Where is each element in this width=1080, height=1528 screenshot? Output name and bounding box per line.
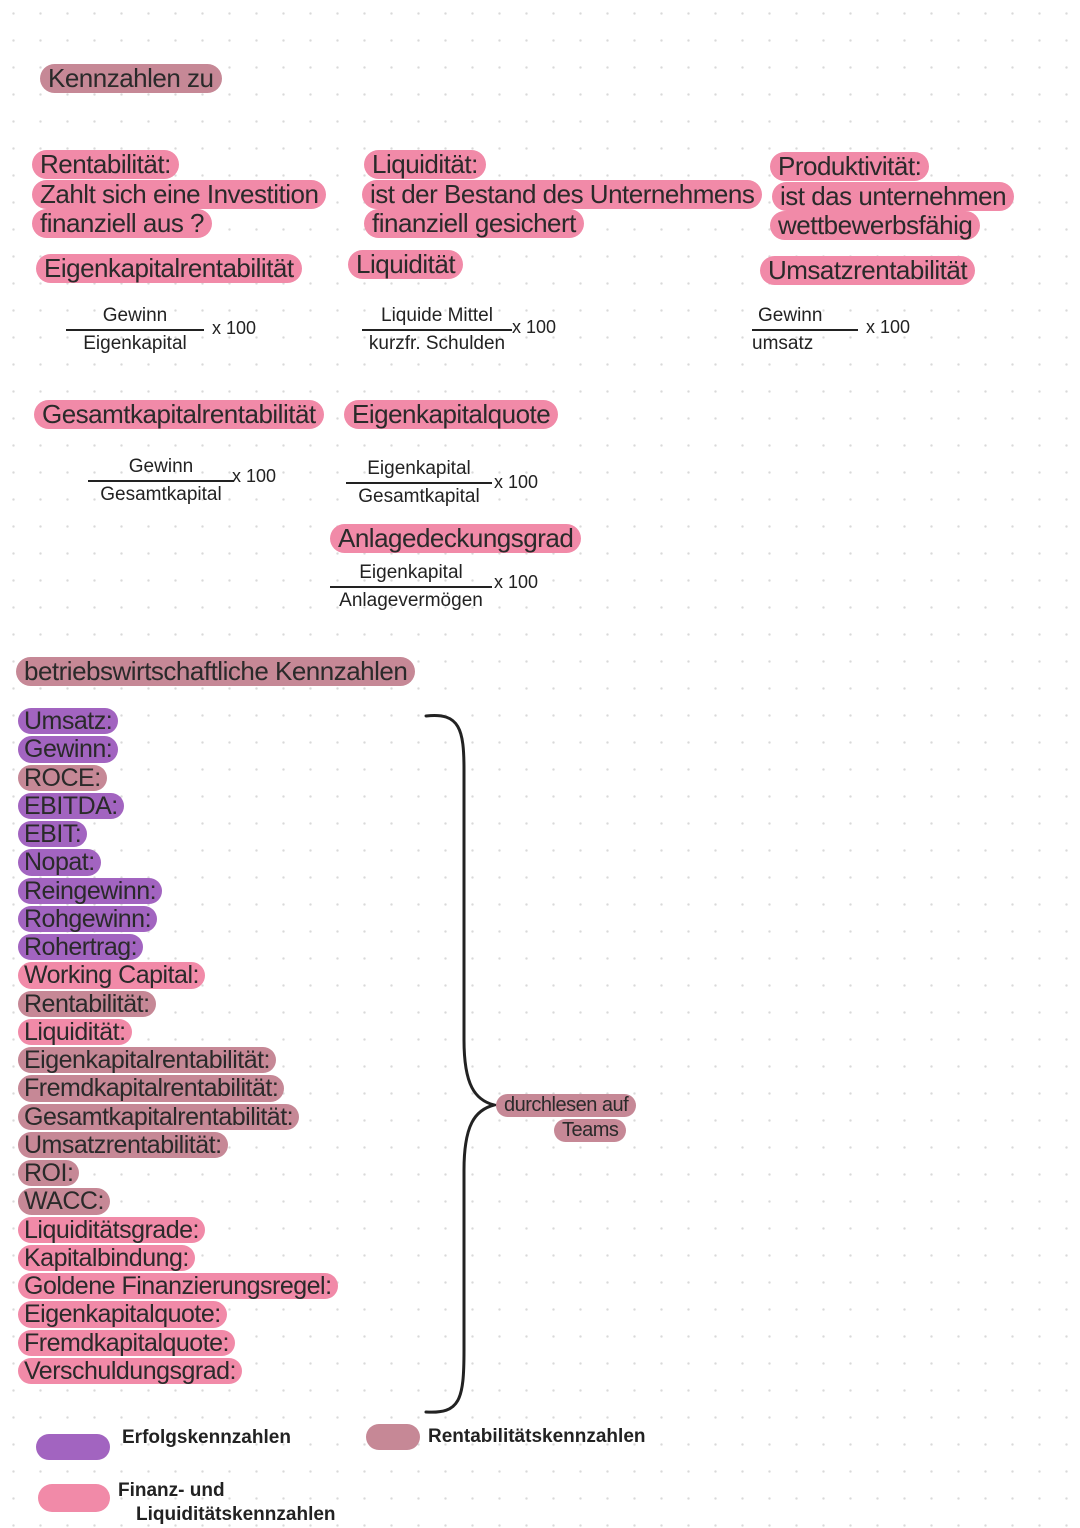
list-item: Nopat: <box>18 849 101 876</box>
list-item: Eigenkapitalquote: <box>18 1301 227 1328</box>
list-item: Umsatz: <box>18 708 119 734</box>
liquiditaet-question-line2: finanziell gesichert <box>364 209 584 239</box>
metric-eigenkapitalrentabilitaet: Eigenkapitalrentabilität <box>36 254 302 284</box>
formula-anlagedeckungsgrad: Eigenkapital Anlagevermögen <box>330 562 492 612</box>
list-item: Verschuldungsgrad: <box>18 1357 242 1384</box>
formula-numerator: Gewinn <box>66 305 204 331</box>
formula-gesamtkapitalrentabilitaet: Gewinn Gesamtkapital <box>88 456 234 506</box>
formula-umsatzrentabilitaet: Gewinn umsatz <box>752 305 858 355</box>
formula-numerator: Liquide Mittel <box>362 305 512 331</box>
list-item: Rohertrag: <box>18 934 144 960</box>
formula-liquiditaet: Liquide Mittel kurzfr. Schulden <box>362 305 512 355</box>
list-item: Gesamtkapitalrentabilität: <box>18 1103 300 1130</box>
list-item: ROI: <box>18 1160 80 1186</box>
page-title: Kennzahlen zu <box>40 64 222 94</box>
legend-label-rentabilitaet: Rentabilitätskennzahlen <box>428 1426 646 1447</box>
formula-eigenkapitalquote: Eigenkapital Gesamtkapital <box>346 458 492 508</box>
list-item: Gewinn: <box>18 736 119 763</box>
formula-eigenkapitalrentabilitaet: Gewinn Eigenkapital <box>66 305 204 355</box>
formula-denominator: Anlagevermögen <box>339 590 483 611</box>
list-item: Working Capital: <box>18 962 205 989</box>
formula-factor: x 100 <box>212 318 257 338</box>
list-item: Liquidität: <box>18 1018 132 1045</box>
formula-denominator: umsatz <box>752 333 814 354</box>
legend-label-finanz-line2: Liquiditätskennzahlen <box>136 1504 336 1525</box>
list-item: Rentabilität: <box>18 990 156 1017</box>
legend-label-erfolg: Erfolgskennzahlen <box>122 1427 291 1448</box>
list-item: Fremdkapitalquote: <box>18 1329 236 1356</box>
legend-swatch-erfolg <box>36 1434 110 1460</box>
legend-label-finanz-line1: Finanz- und <box>118 1480 225 1501</box>
rentabilitaet-heading: Rentabilität: <box>32 150 179 180</box>
list-item: Goldene Finanzierungsregel: <box>18 1273 338 1299</box>
formula-factor: x 100 <box>494 472 539 492</box>
list-item: EBIT: <box>18 821 88 847</box>
metric-liquiditaet: Liquidität <box>348 250 464 280</box>
list-item: Reingewinn: <box>18 877 163 904</box>
list-item: Liquiditätsgrade: <box>18 1216 205 1243</box>
list-item: Rohgewinn: <box>18 905 158 932</box>
produktivitaet-question-line2: wettbewerbsfähig <box>770 211 981 241</box>
list-item: Kapitalbindung: <box>18 1244 195 1271</box>
formula-numerator: Gewinn <box>752 305 858 331</box>
metric-umsatzrentabilitaet: Umsatzrentabilität <box>760 256 976 286</box>
formula-denominator: kurzfr. Schulden <box>368 333 506 354</box>
legend-swatch-rentabilitaet <box>366 1424 420 1450</box>
formula-factor: x 100 <box>494 572 539 592</box>
produktivitaet-question-line1: ist das unternehmen <box>772 182 1015 212</box>
rentabilitaet-question-line1: Zahlt sich eine Investition <box>32 180 327 210</box>
produktivitaet-heading: Produktivität: <box>770 152 930 182</box>
formula-factor: x 100 <box>866 317 911 337</box>
liquiditaet-heading: Liquidität: <box>364 150 486 180</box>
curly-brace <box>424 713 500 1414</box>
formula-denominator: Eigenkapital <box>83 333 187 354</box>
metric-gesamtkapitalrentabilitaet: Gesamtkapitalrentabilität <box>34 400 324 430</box>
metric-eigenkapitalquote: Eigenkapitalquote <box>344 400 559 430</box>
note-line1: durchlesen auf <box>496 1094 637 1117</box>
list-item: Fremdkapitalrentabilität: <box>18 1075 285 1102</box>
formula-numerator: Gewinn <box>88 456 234 482</box>
legend-swatch-finanz <box>38 1484 110 1512</box>
list-item: WACC: <box>18 1188 110 1215</box>
metric-anlagedeckungsgrad: Anlagedeckungsgrad <box>330 524 582 554</box>
formula-numerator: Eigenkapital <box>346 458 492 484</box>
list-item: Eigenkapitalrentabilität: <box>18 1047 276 1073</box>
list-item: ROCE: <box>18 764 107 791</box>
formula-factor: x 100 <box>512 317 557 337</box>
note-line2: Teams <box>554 1119 627 1142</box>
liquiditaet-question-line1: ist der Bestand des Unternehmens <box>362 180 763 210</box>
section-title: betriebswirtschaftliche Kennzahlen <box>16 657 416 687</box>
formula-numerator: Eigenkapital <box>330 562 492 588</box>
list-item: EBITDA: <box>18 792 124 819</box>
list-item: Umsatzrentabilität: <box>18 1131 228 1158</box>
formula-denominator: Gesamtkapital <box>100 484 222 505</box>
rentabilitaet-question-line2: finanziell aus ? <box>32 209 212 239</box>
formula-factor: x 100 <box>232 466 277 486</box>
formula-denominator: Gesamtkapital <box>358 486 480 507</box>
kennzahlen-list: Umsatz:Gewinn:ROCE:EBITDA:EBIT:Nopat:Rei… <box>18 708 338 1386</box>
